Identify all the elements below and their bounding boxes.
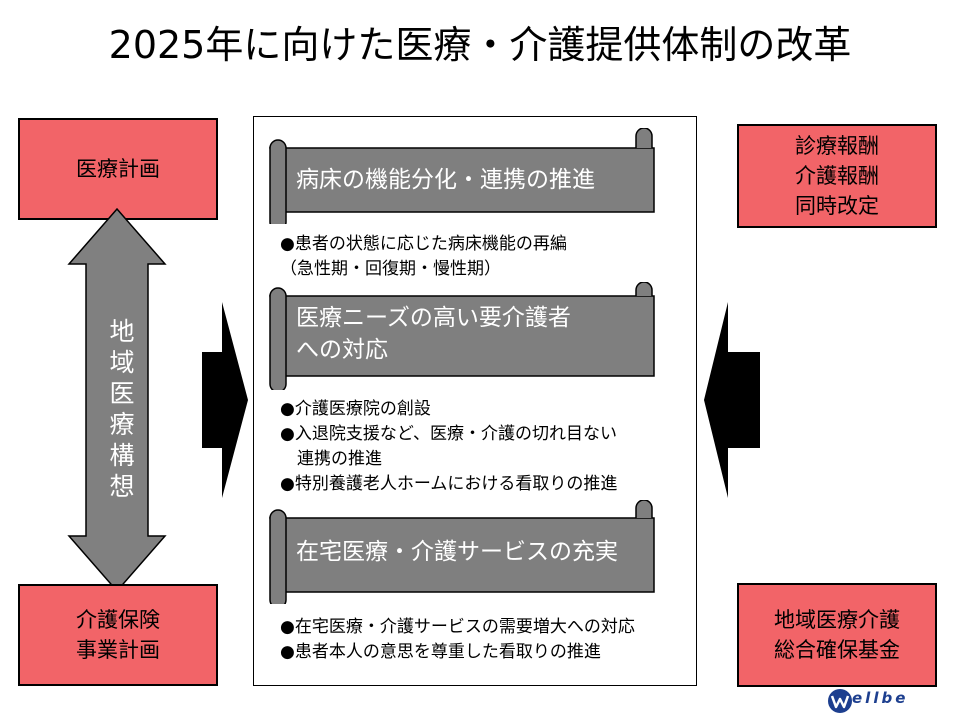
care-insurance-plan-label: 介護保険 事業計画 — [76, 608, 160, 662]
scroll-heading-3: 在宅医療・介護サービスの充実 — [296, 539, 618, 565]
bullets-3: ●在宅医療・介護サービスの需要増大への対応 ●患者本人の意思を尊重した看取りの推… — [280, 617, 635, 662]
care-insurance-plan-box: 介護保険 事業計画 — [18, 584, 218, 686]
medical-plan-box: 医療計画 — [18, 118, 218, 220]
bullets-2: ●介護医療院の創設 ●入退院支援など、医療・介護の切れ目ない 連携の推進 ●特別… — [280, 399, 618, 494]
medical-plan-label: 医療計画 — [76, 157, 160, 181]
fee-revision-label: 診療報酬 介護報酬 同時改定 — [795, 134, 879, 218]
integrated-fund-box: 地域医療介護 総合確保基金 — [737, 583, 937, 687]
page-title: 2025年に向けた医療・介護提供体制の改革 — [108, 23, 852, 67]
left-pointing-in-arrow — [202, 302, 248, 498]
bullets-1: ●患者の状態に応じた病床機能の再編 （急性期・回復期・慢性期） — [280, 234, 567, 279]
scroll-heading-1: 病床の機能分化・連携の推進 — [296, 167, 595, 193]
wellbe-logo-text: ellbe — [852, 689, 909, 707]
wellbe-logo-icon — [828, 689, 852, 713]
integrated-fund-label: 地域医療介護 総合確保基金 — [774, 608, 900, 662]
scroll-banner-2 — [269, 282, 655, 390]
scroll-banner-3 — [269, 500, 655, 604]
regional-vision-label: 地 域 医 療 構 想 — [109, 317, 135, 501]
scroll-heading-2: 医療ニーズの高い要介護者 への対応 — [296, 305, 571, 363]
right-pointing-in-arrow — [704, 302, 760, 498]
scroll-banner-1 — [269, 128, 655, 224]
fee-revision-box: 診療報酬 介護報酬 同時改定 — [737, 124, 937, 228]
